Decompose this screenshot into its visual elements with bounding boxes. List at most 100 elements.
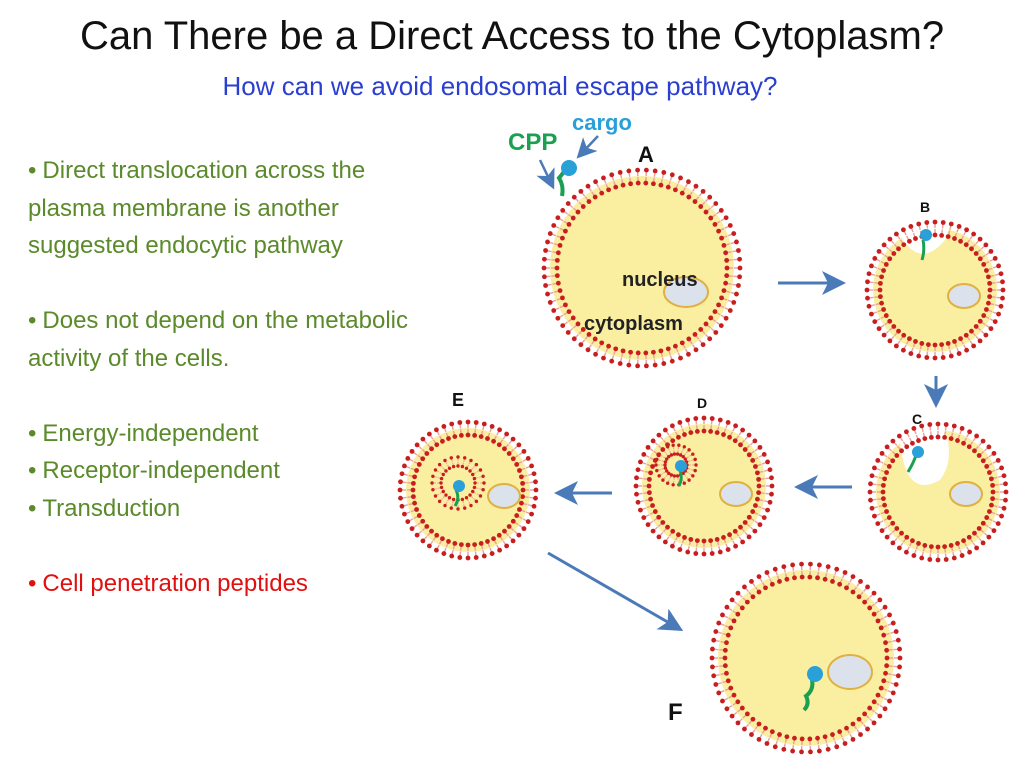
lipid-head	[875, 618, 881, 624]
cell-a-nucleus	[663, 276, 709, 308]
lipid-head	[682, 445, 687, 449]
lipid-head	[996, 263, 1001, 269]
panel-label-b: B	[920, 199, 930, 215]
lipid-head	[871, 720, 877, 726]
lipid-head	[617, 361, 623, 366]
lipid-head	[402, 463, 407, 469]
lipid-head	[657, 474, 661, 478]
lipid-head	[456, 464, 460, 468]
lipid-head	[717, 417, 723, 423]
lipid-head	[525, 455, 531, 461]
lipid-head	[988, 248, 994, 254]
lipid-head	[971, 231, 977, 237]
lipid-head	[669, 543, 675, 549]
lipid-head	[990, 489, 996, 495]
lipid-head	[714, 430, 720, 435]
lipid-head	[665, 469, 669, 473]
lipid-head	[643, 350, 649, 356]
lipid-head	[913, 339, 918, 344]
lipid-head	[720, 612, 725, 618]
lipid-head	[943, 557, 949, 562]
bullet-dot: •	[28, 569, 37, 597]
lipid-head	[756, 721, 762, 727]
lipid-head	[872, 319, 878, 325]
lipid-head	[987, 470, 992, 475]
lipid-head	[478, 541, 484, 546]
lipid-head	[896, 246, 901, 252]
lipid-head	[533, 495, 538, 501]
lipid-head	[884, 509, 889, 514]
lipid-head	[948, 436, 954, 441]
lipid-head	[405, 519, 411, 525]
lipid-head	[670, 528, 676, 534]
lipid-head	[551, 308, 557, 313]
cell-e-nucleus	[487, 483, 521, 509]
lipid-head	[896, 545, 902, 551]
lipid-head	[919, 423, 925, 429]
lipid-head	[901, 242, 907, 248]
lipid-head	[451, 497, 456, 502]
lipid-head	[881, 678, 887, 684]
lipid-head	[673, 187, 678, 193]
lipid-head	[521, 448, 527, 454]
lipid-head	[990, 482, 995, 488]
lipid-head	[525, 519, 531, 525]
lipid-head	[724, 273, 730, 279]
lipid-head	[397, 487, 403, 493]
lipid-head	[472, 433, 478, 438]
lipid-head	[460, 464, 465, 469]
lipid-head	[887, 612, 892, 618]
lipid-head	[635, 467, 641, 473]
lipid-head	[772, 744, 778, 750]
lipid-head	[740, 427, 746, 433]
lipid-head	[506, 451, 512, 456]
lipid-head	[575, 209, 581, 215]
lipid-head	[663, 463, 667, 467]
lipid-head	[510, 456, 516, 462]
lipid-head	[822, 734, 828, 740]
lipid-head	[416, 462, 422, 467]
lipid-head	[533, 487, 539, 493]
lipid-head	[633, 483, 639, 489]
lipid-head	[449, 553, 455, 559]
lipid-head	[446, 539, 451, 544]
lipid-head	[661, 478, 665, 482]
lipid-head	[643, 180, 649, 186]
lipid-head	[517, 468, 522, 473]
lipid-head	[444, 469, 448, 473]
lipid-head	[865, 726, 870, 732]
lipid-head	[887, 698, 892, 704]
bullet-text: Direct translocation across the plasma m…	[28, 157, 366, 259]
lipid-head	[750, 509, 756, 514]
lipid-head	[707, 194, 713, 200]
lipid-head	[657, 452, 661, 456]
lipid-head	[878, 625, 884, 631]
lipid-head	[763, 725, 768, 731]
lipid-head	[977, 256, 983, 262]
lipid-head	[682, 535, 687, 540]
lipid-head	[865, 295, 870, 301]
lipid-head	[966, 444, 972, 450]
lipid-head	[980, 540, 986, 546]
lipid-head	[878, 280, 883, 286]
lipid-head	[724, 640, 729, 646]
lipid-head	[1001, 505, 1007, 511]
lipid-head	[765, 459, 770, 465]
lipid-head	[599, 340, 605, 346]
lipid-head	[983, 242, 989, 248]
lipid-head	[935, 421, 941, 427]
lipid-head	[411, 494, 416, 500]
lipid-head	[977, 338, 983, 344]
lipid-head	[772, 566, 778, 572]
lipid-head	[701, 428, 707, 434]
lipid-head	[601, 355, 606, 361]
lipid-head	[514, 462, 520, 467]
lipid-head	[884, 663, 890, 669]
lipid-head	[555, 280, 561, 286]
lipid-head	[727, 308, 733, 313]
lipid-head	[447, 466, 452, 470]
lipid-head	[750, 594, 756, 600]
lipid-head	[694, 538, 700, 543]
lipid-head	[708, 215, 714, 221]
